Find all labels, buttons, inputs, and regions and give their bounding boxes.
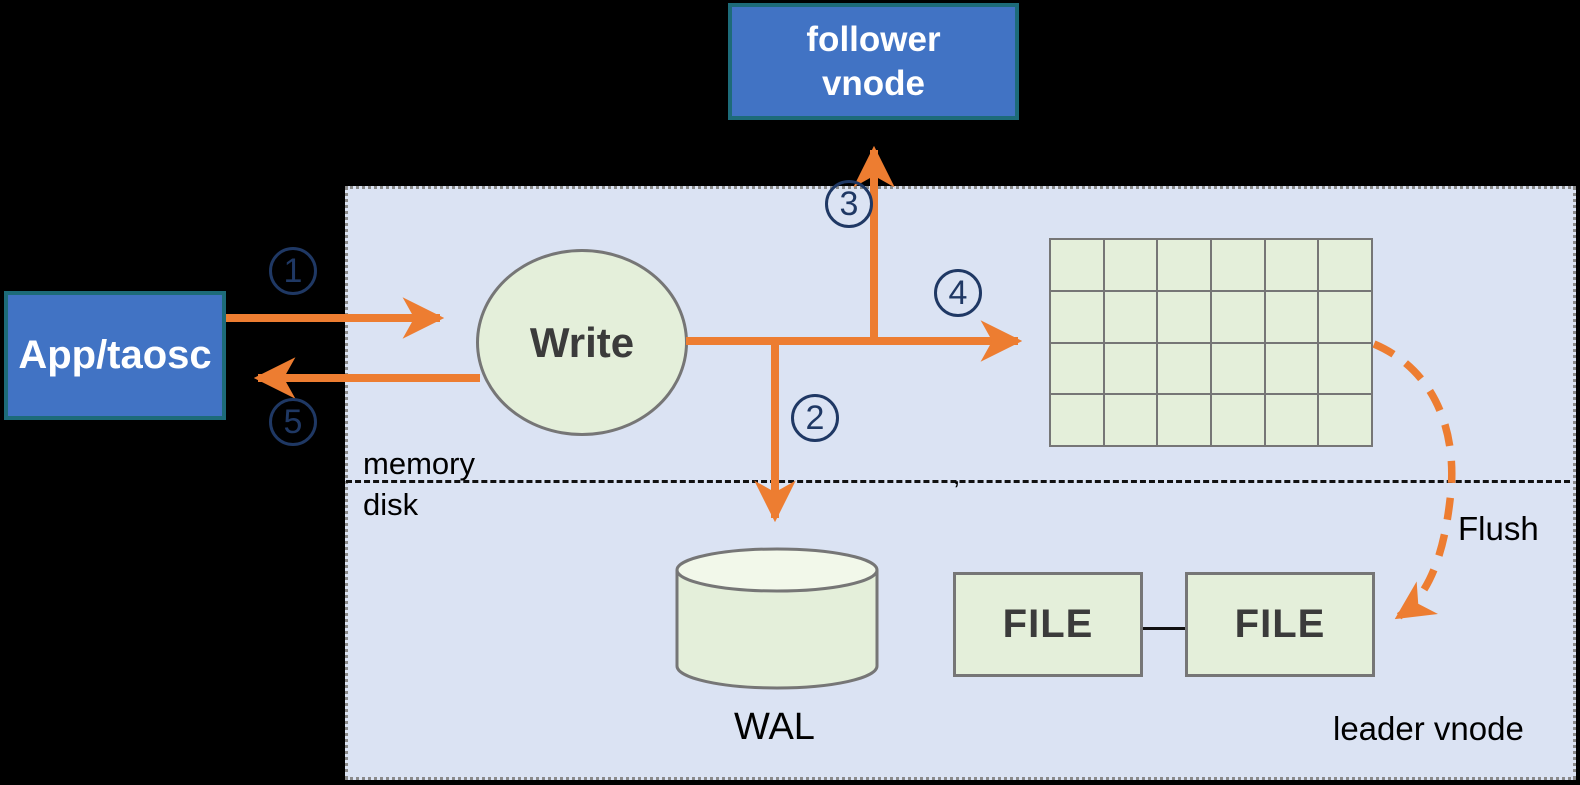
memtable-cell xyxy=(1051,343,1103,394)
memtable-cell xyxy=(1212,395,1264,445)
file-right-label: FILE xyxy=(1234,602,1326,646)
memtable-cell xyxy=(1051,291,1103,342)
write-label: Write xyxy=(529,318,635,366)
memtable-cell xyxy=(1104,240,1157,290)
step-badge-3: 3 xyxy=(825,180,873,228)
memtable-cell xyxy=(1319,395,1371,445)
memtable-cell xyxy=(1158,343,1210,394)
step-badge-1: 1 xyxy=(269,247,317,295)
write-node: Write xyxy=(476,249,688,436)
step-badge-2: 2 xyxy=(791,394,839,442)
wal-cylinder-icon xyxy=(675,547,879,690)
memtable-cell xyxy=(1212,240,1264,290)
memtable-cell xyxy=(1265,395,1318,445)
step-badge-5: 5 xyxy=(269,398,317,446)
memtable-cell xyxy=(1319,240,1371,290)
memtable-cell xyxy=(1265,343,1318,394)
memtable-cell xyxy=(1158,291,1210,342)
memtable-cell xyxy=(1319,291,1371,342)
memtable-cell xyxy=(1212,291,1264,342)
divider-artifact: , xyxy=(953,460,961,490)
memory-disk-divider xyxy=(346,480,1570,483)
file-box-left: FILE xyxy=(953,572,1143,677)
disk-label: disk xyxy=(363,487,419,522)
file-connector-line xyxy=(1143,627,1185,630)
memtable-cell xyxy=(1104,291,1157,342)
file-left-label: FILE xyxy=(1002,602,1094,646)
memtable-cell xyxy=(1104,395,1157,445)
wal-label: WAL xyxy=(734,706,815,748)
memtable-cell xyxy=(1051,240,1103,290)
leader-vnode-label: leader vnode xyxy=(1333,710,1524,747)
memtable-cell xyxy=(1158,395,1210,445)
memtable-cell xyxy=(1158,240,1210,290)
memtable-cell xyxy=(1265,291,1318,342)
follower-vnode-label-line2: vnode xyxy=(821,63,926,103)
follower-vnode-label-line1: follower xyxy=(806,19,941,59)
file-box-right: FILE xyxy=(1185,572,1375,677)
memtable-grid xyxy=(1049,238,1373,447)
step-badge-4: 4 xyxy=(934,269,982,317)
memory-label: memory xyxy=(363,446,475,481)
app-taosc-box: App/taosc xyxy=(4,291,226,420)
app-taosc-label: App/taosc xyxy=(18,333,212,377)
memtable-cell xyxy=(1104,343,1157,394)
flush-label: Flush xyxy=(1458,510,1539,547)
follower-vnode-box: follower vnode xyxy=(728,3,1019,120)
memtable-cell xyxy=(1319,343,1371,394)
memtable-cell xyxy=(1212,343,1264,394)
memtable-cell xyxy=(1051,395,1103,445)
memtable-cell xyxy=(1265,240,1318,290)
